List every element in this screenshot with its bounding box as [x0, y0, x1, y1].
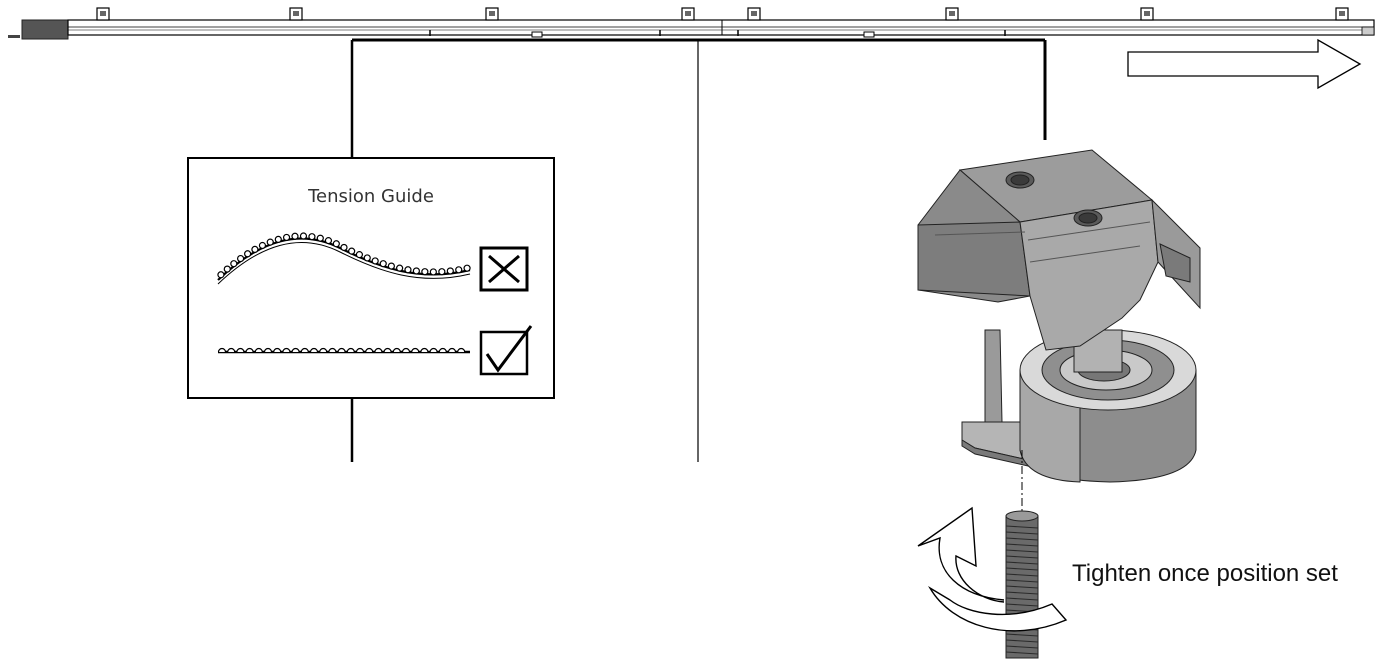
- check-box-icon: [479, 325, 533, 376]
- track-clip: [485, 7, 499, 21]
- threaded-bolt: [1005, 510, 1039, 659]
- tension-guide-title: Tension Guide: [308, 186, 434, 207]
- cross-box-icon: [479, 246, 529, 292]
- tight-belt-illustration: [217, 347, 470, 354]
- track-clip: [681, 7, 695, 21]
- rotate-arrow-icon: [917, 506, 1068, 632]
- track-clips: [96, 7, 1349, 21]
- track-clip: [1335, 7, 1349, 21]
- tension-guide-panel: [187, 157, 555, 399]
- loose-belt-illustration: [217, 232, 471, 285]
- track-rail: [8, 19, 1375, 40]
- track-clip: [1140, 7, 1154, 21]
- instruction-caption: Tighten once position set: [1072, 560, 1338, 587]
- belt-tensioner-part: [917, 149, 1201, 483]
- track-clip: [289, 7, 303, 21]
- track-clip: [945, 7, 959, 21]
- track-clip: [96, 7, 110, 21]
- arrow-right-icon: [1127, 38, 1362, 90]
- belt-lines: [350, 38, 1047, 462]
- track-clip: [747, 7, 761, 21]
